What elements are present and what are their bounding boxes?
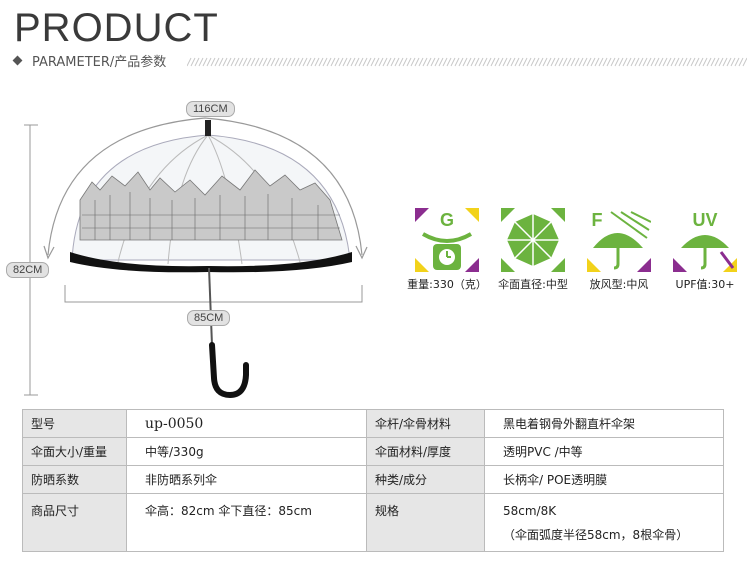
feature-wind: F 放风型:中风 — [583, 208, 655, 292]
spec-key: 商品尺寸 — [22, 493, 127, 552]
feature-label: UPF值:30+ — [675, 278, 735, 291]
spec-value: up-0050 — [126, 409, 367, 438]
umbrella-illustration — [24, 117, 368, 399]
spec-value: 伞高：82cm 伞下直径：85cm — [126, 493, 367, 552]
spec-table: 型号 up-0050 伞杆/伞骨材料 黑电着钢骨外翻直杆伞架 伞面大小/重量 中… — [22, 409, 724, 552]
feature-label: 重量:330（克） — [407, 278, 487, 291]
diameter-dimension-label: 85CM — [187, 310, 231, 326]
spec-key: 伞杆/伞骨材料 — [366, 409, 485, 438]
hatch-divider — [187, 57, 747, 67]
feature-uv: UV UPF值:30+ — [669, 208, 741, 292]
spec-value: 非防晒系列伞 — [126, 465, 367, 494]
table-row: 商品尺寸 伞高：82cm 伞下直径：85cm 规格 58cm/8K （伞面弧度半… — [22, 493, 724, 552]
feature-weight: G 重量:330（克） — [407, 208, 487, 292]
spec-key: 防晒系数 — [22, 465, 127, 494]
spec-key: 伞面大小/重量 — [22, 437, 127, 466]
table-row: 型号 up-0050 伞杆/伞骨材料 黑电着钢骨外翻直杆伞架 — [22, 409, 724, 438]
spec-key: 型号 — [22, 409, 127, 438]
diamond-icon — [14, 56, 24, 66]
spec-value-group: 58cm/8K （伞面弧度半径58cm，8根伞骨） — [484, 493, 724, 552]
weight-scale-icon: G — [415, 208, 479, 272]
page-title: PRODUCT — [14, 6, 219, 50]
table-row: 防晒系数 非防晒系列伞 种类/成分 长柄伞/ POE透明膜 — [22, 465, 724, 494]
table-row: 伞面大小/重量 中等/330g 伞面材料/厚度 透明PVC /中等 — [22, 437, 724, 466]
feature-label: 伞面直径:中型 — [498, 278, 568, 291]
spec-value-note: （伞面弧度半径58cm，8根伞骨） — [503, 527, 689, 542]
spec-value: 中等/330g — [126, 437, 367, 466]
height-dimension-label: 82CM — [6, 262, 50, 278]
width-dimension-label: 116CM — [186, 101, 235, 117]
section-subtitle: PARAMETER/产品参数 — [14, 51, 166, 70]
svg-text:G: G — [440, 210, 454, 230]
svg-text:F: F — [592, 210, 603, 230]
spec-key: 种类/成分 — [366, 465, 485, 494]
spec-key: 伞面材料/厚度 — [366, 437, 485, 466]
spec-value: 长柄伞/ POE透明膜 — [484, 465, 724, 494]
uv-protection-icon: UV — [673, 210, 737, 272]
svg-text:UV: UV — [692, 210, 717, 230]
spec-value: 黑电着钢骨外翻直杆伞架 — [484, 409, 724, 438]
feature-diameter: 伞面直径:中型 — [497, 208, 569, 292]
subtitle-text: PARAMETER/产品参数 — [32, 55, 167, 70]
spec-value: 58cm/8K — [503, 503, 557, 518]
wind-resistance-icon: F — [587, 210, 651, 272]
spec-value: 透明PVC /中等 — [484, 437, 724, 466]
canopy-diameter-icon — [501, 208, 565, 272]
feature-label: 放风型:中风 — [589, 278, 649, 291]
spec-key: 规格 — [366, 493, 485, 552]
